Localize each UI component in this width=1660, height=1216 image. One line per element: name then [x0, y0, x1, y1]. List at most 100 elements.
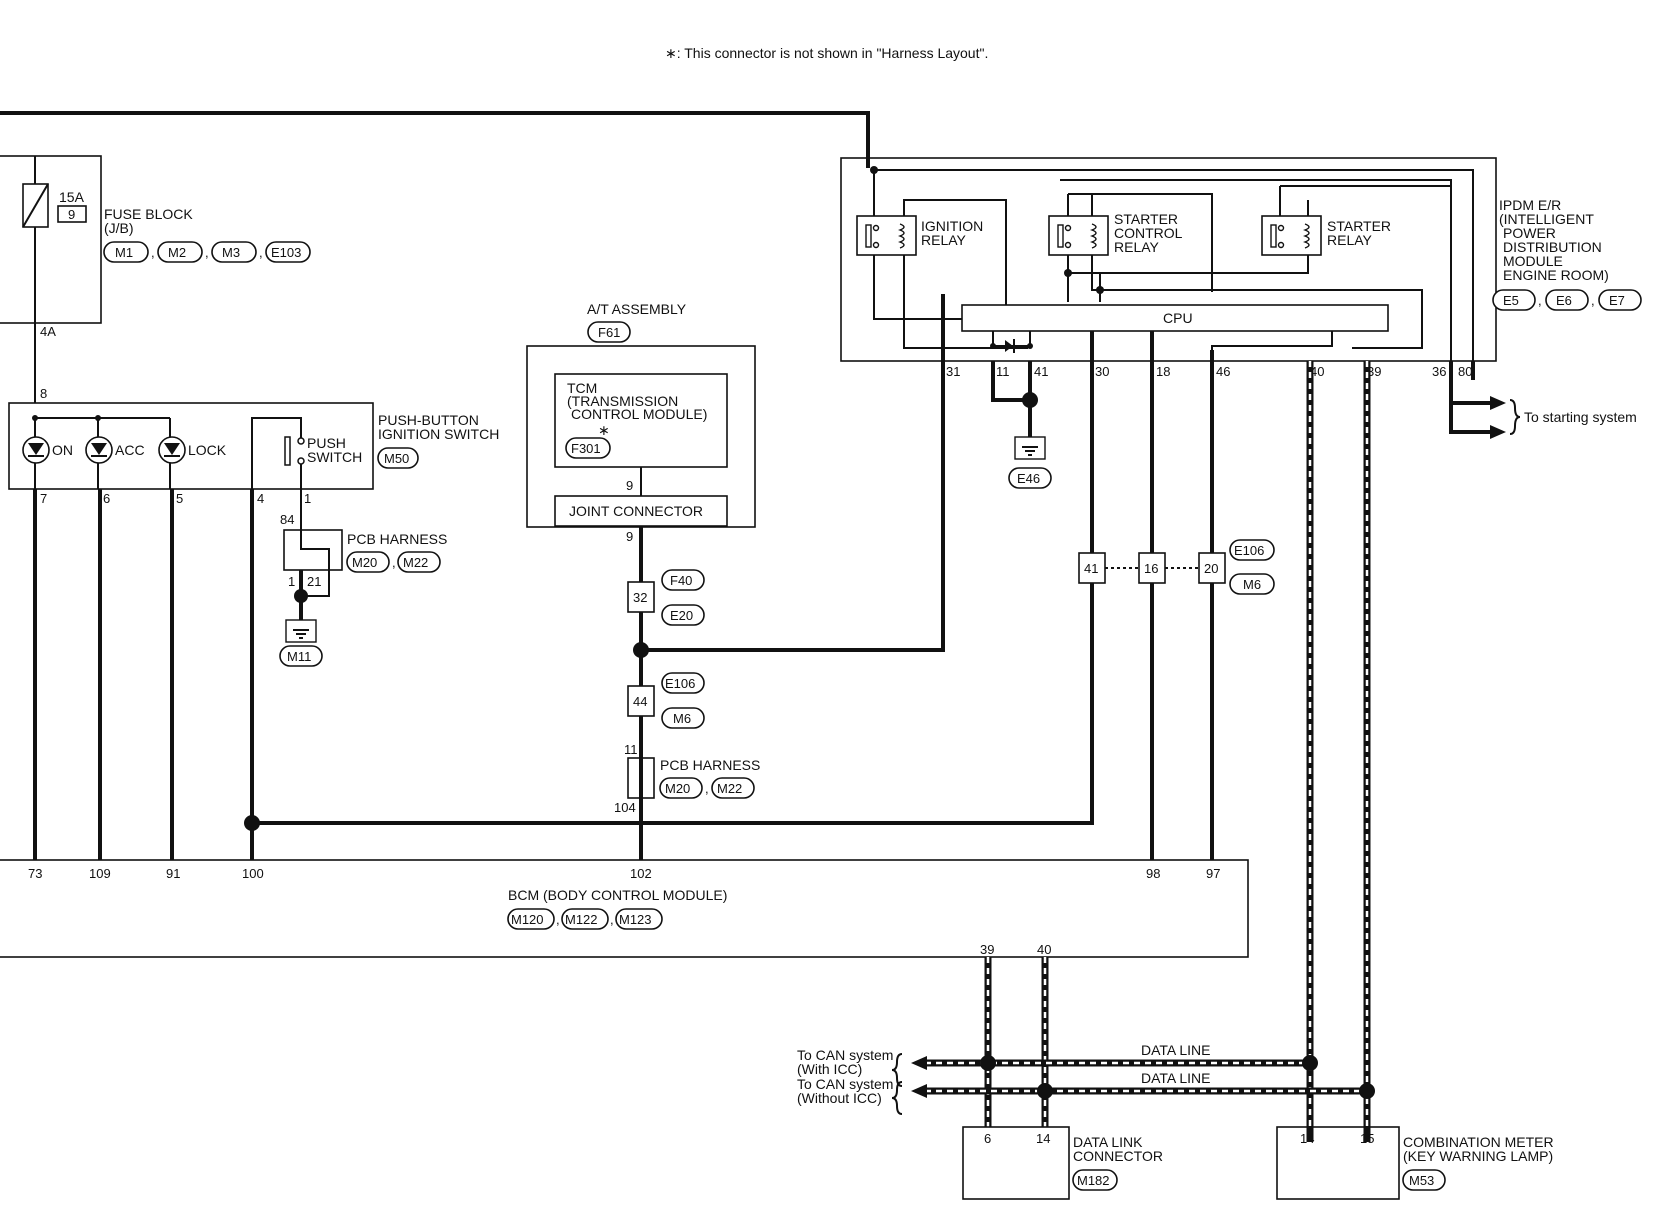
svg-text:CONTROL MODULE): CONTROL MODULE) — [571, 406, 707, 422]
svg-text:39: 39 — [980, 942, 994, 957]
fuse-pin-4a: 4A — [40, 324, 56, 339]
starter-relay-icon — [1261, 215, 1322, 256]
svg-text:84: 84 — [280, 512, 294, 527]
svg-text:M50: M50 — [384, 451, 409, 466]
arrow-start-2-icon — [1490, 425, 1506, 439]
led-acc-icon — [85, 436, 113, 464]
svg-text:,: , — [392, 555, 396, 570]
svg-text:(INTELLIGENT: (INTELLIGENT — [1499, 211, 1594, 227]
svg-text:JOINT CONNECTOR: JOINT CONNECTOR — [569, 503, 703, 519]
svg-text:PUSH-BUTTON: PUSH-BUTTON — [378, 412, 479, 428]
svg-text:POWER: POWER — [1503, 225, 1556, 241]
led-on-icon — [22, 436, 50, 464]
svg-text:9: 9 — [626, 529, 633, 544]
svg-text:4: 4 — [257, 491, 264, 506]
svg-text:39: 39 — [1367, 364, 1381, 379]
svg-text:ACC: ACC — [115, 442, 145, 458]
cpu-box — [961, 304, 1389, 332]
svg-text:DATA LINE: DATA LINE — [1141, 1070, 1211, 1086]
svg-text:7: 7 — [40, 491, 47, 506]
svg-text:E103: E103 — [271, 245, 301, 260]
fuse-block-connectors: M1 , M2 , M3 , E103 — [103, 241, 311, 263]
svg-text:M3: M3 — [222, 245, 240, 260]
svg-text:(KEY WARNING LAMP): (KEY WARNING LAMP) — [1403, 1148, 1553, 1164]
ground-m11-icon — [285, 619, 317, 643]
svg-text:M11: M11 — [287, 649, 311, 664]
svg-text:E106: E106 — [665, 676, 695, 691]
svg-text:15: 15 — [1360, 1131, 1374, 1146]
svg-text:To CAN system: To CAN system — [797, 1076, 893, 1092]
joint-connector-box — [554, 495, 728, 527]
svg-text:M53: M53 — [1409, 1173, 1434, 1188]
bcm-name: BCM (BODY CONTROL MODULE) — [508, 887, 727, 903]
svg-text:F301: F301 — [571, 441, 601, 456]
svg-text:(With ICC): (With ICC) — [797, 1061, 862, 1077]
pcb-harness-left-box — [283, 529, 343, 571]
svg-text:20: 20 — [1204, 561, 1218, 576]
svg-text:M20: M20 — [665, 781, 690, 796]
svg-text:97: 97 — [1206, 866, 1220, 881]
svg-text:1: 1 — [304, 491, 311, 506]
svg-text:PCB HARNESS: PCB HARNESS — [347, 531, 447, 547]
svg-text:1: 1 — [288, 574, 295, 589]
wire-100-to-ipdm-30 — [252, 578, 1094, 825]
svg-text:CPU: CPU — [1163, 310, 1193, 326]
svg-text:STARTER: STARTER — [1114, 211, 1178, 227]
svg-text:11: 11 — [996, 364, 1010, 379]
svg-text:SWITCH: SWITCH — [307, 449, 362, 465]
ipdm-connectors: E5 , E6 , E7 — [1492, 289, 1642, 311]
svg-text:E46: E46 — [1017, 471, 1040, 486]
svg-text:,: , — [205, 245, 209, 260]
fuse-block-sub: (J/B) — [104, 220, 134, 236]
diode-icon — [1005, 339, 1015, 353]
svg-text:6: 6 — [984, 1131, 991, 1146]
ignition-relay-icon — [856, 215, 917, 256]
svg-text:COMBINATION METER: COMBINATION METER — [1403, 1134, 1554, 1150]
svg-text:14: 14 — [1300, 1131, 1314, 1146]
svg-text:M22: M22 — [717, 781, 742, 796]
bcm-box — [0, 859, 1249, 958]
svg-text:21: 21 — [307, 574, 321, 589]
svg-text:46: 46 — [1216, 364, 1230, 379]
svg-text:(Without ICC): (Without ICC) — [797, 1090, 882, 1106]
svg-text:,: , — [705, 781, 709, 796]
svg-text:TCM: TCM — [567, 380, 597, 396]
svg-text:18: 18 — [1156, 364, 1170, 379]
svg-text:11: 11 — [624, 742, 638, 757]
arrow-start-1-icon — [1490, 396, 1506, 410]
wire-top-feed — [0, 111, 870, 168]
svg-text:M2: M2 — [168, 245, 186, 260]
svg-text:41: 41 — [1084, 561, 1098, 576]
svg-text:73: 73 — [28, 866, 42, 881]
svg-text:DISTRIBUTION: DISTRIBUTION — [1503, 239, 1602, 255]
svg-text:M1: M1 — [115, 245, 133, 260]
svg-text:36: 36 — [1432, 364, 1446, 379]
svg-text:ENGINE ROOM): ENGINE ROOM) — [1503, 267, 1609, 283]
svg-text:98: 98 — [1146, 866, 1160, 881]
svg-text:A/T ASSEMBLY: A/T ASSEMBLY — [587, 301, 687, 317]
fuse-block-name: FUSE BLOCK — [104, 206, 193, 222]
svg-text:44: 44 — [633, 694, 647, 709]
wire-to-ipdm-31 — [641, 294, 945, 652]
svg-text:PCB HARNESS: PCB HARNESS — [660, 757, 760, 773]
svg-text:IGNITION SWITCH: IGNITION SWITCH — [378, 426, 499, 442]
svg-text:IGNITION: IGNITION — [921, 218, 983, 234]
svg-text:9: 9 — [626, 478, 633, 493]
svg-text:,: , — [1591, 293, 1595, 308]
svg-text:M182: M182 — [1077, 1173, 1110, 1188]
svg-text:E106: E106 — [1234, 543, 1264, 558]
ipdm-box — [840, 157, 1497, 362]
svg-text:8: 8 — [40, 386, 47, 401]
led-lock-icon — [158, 436, 186, 464]
svg-text:M22: M22 — [403, 555, 428, 570]
svg-text:E20: E20 — [670, 608, 693, 623]
connector-32 — [627, 581, 655, 613]
svg-text:100: 100 — [242, 866, 264, 881]
svg-text:RELAY: RELAY — [1114, 239, 1160, 255]
svg-text:∗: ∗ — [598, 422, 610, 438]
svg-text:,: , — [556, 912, 560, 927]
svg-text:E5: E5 — [1503, 293, 1519, 308]
svg-text:F40: F40 — [670, 573, 692, 588]
svg-text:F61: F61 — [598, 325, 620, 340]
svg-text:PUSH: PUSH — [307, 435, 346, 451]
